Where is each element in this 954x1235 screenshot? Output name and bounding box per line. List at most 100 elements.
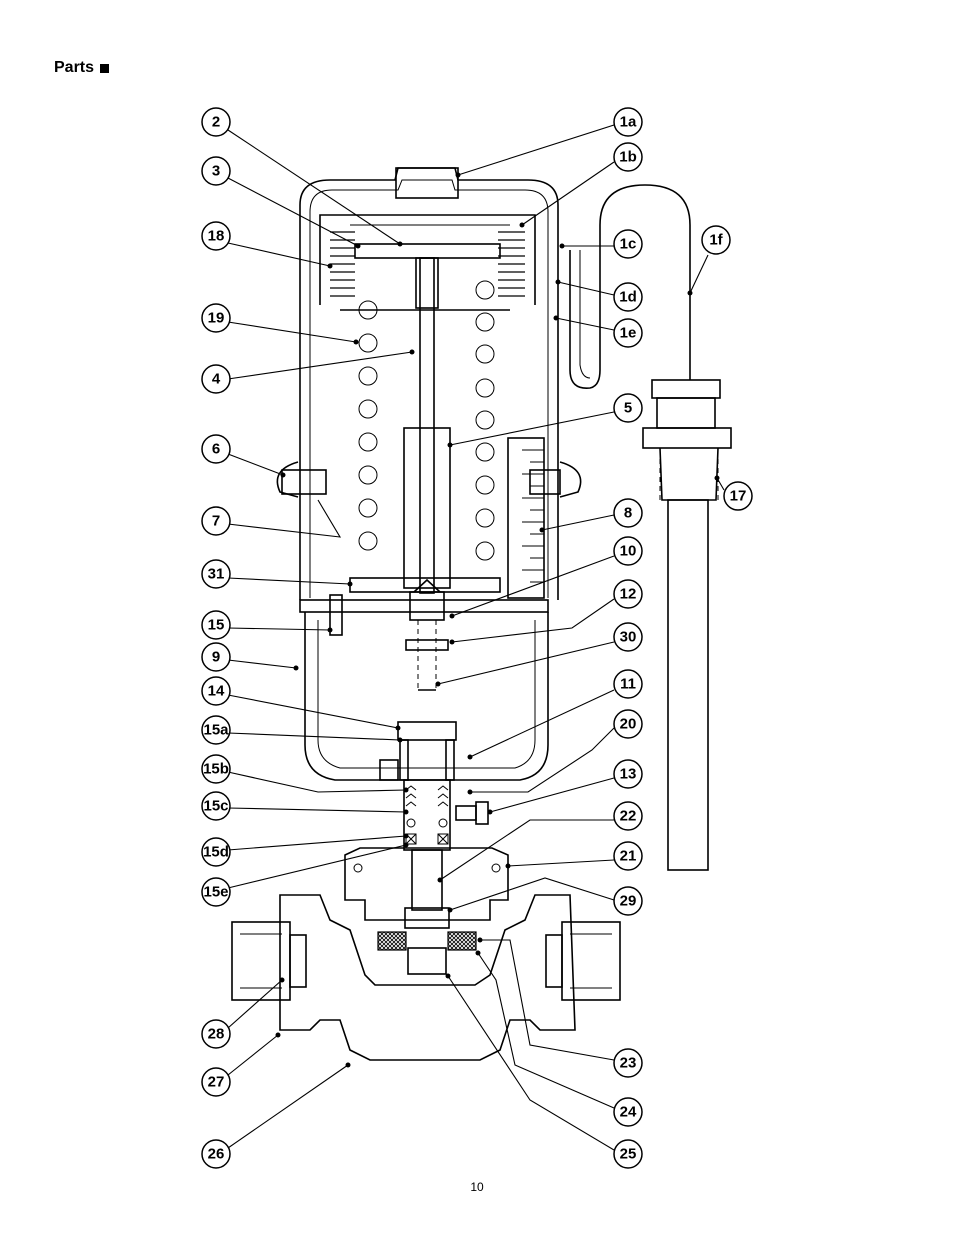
callout-19-label: 19 bbox=[208, 310, 225, 327]
callout-15a-label: 15a bbox=[203, 722, 229, 739]
callout-1e-label: 1e bbox=[620, 325, 637, 342]
callout-1f-label: 1f bbox=[709, 232, 723, 249]
bellows bbox=[319, 214, 536, 311]
packing-assembly bbox=[379, 721, 489, 851]
callout-26-label: 26 bbox=[208, 1146, 225, 1163]
leader-arrowheads bbox=[275, 172, 720, 1068]
callout-19: 19 bbox=[201, 303, 231, 333]
callout-8: 8 bbox=[613, 498, 643, 528]
stem-and-plate bbox=[354, 243, 501, 594]
callout-29: 29 bbox=[613, 886, 643, 916]
callout-20-label: 20 bbox=[620, 716, 637, 733]
callout-15b-label: 15b bbox=[203, 761, 229, 778]
callout-13-label: 13 bbox=[620, 766, 637, 783]
callout-1c-label: 1c bbox=[620, 236, 637, 253]
callout-6-label: 6 bbox=[212, 441, 220, 458]
callout-1a-label: 1a bbox=[620, 114, 637, 131]
callout-29-label: 29 bbox=[620, 893, 637, 910]
spring-guide bbox=[349, 427, 501, 593]
capillary-and-bulb bbox=[569, 184, 732, 871]
callout-15c-label: 15c bbox=[203, 798, 228, 815]
page-title-text: Parts bbox=[54, 59, 95, 76]
callout-2: 2 bbox=[201, 107, 231, 137]
callout-9-label: 9 bbox=[212, 649, 220, 666]
callout-30-label: 30 bbox=[620, 629, 637, 646]
callout-31: 31 bbox=[201, 559, 231, 589]
callout-7-label: 7 bbox=[212, 513, 220, 530]
page-title: Parts bbox=[54, 59, 110, 77]
callout-18: 18 bbox=[201, 221, 231, 251]
callout-6: 6 bbox=[201, 434, 231, 464]
callout-4: 4 bbox=[201, 364, 231, 394]
callout-26: 26 bbox=[201, 1139, 231, 1169]
leader-lines bbox=[227, 124, 725, 1151]
callout-28-label: 28 bbox=[208, 1026, 225, 1043]
callout-21: 21 bbox=[613, 841, 643, 871]
callout-25-label: 25 bbox=[620, 1146, 637, 1163]
spring-coils bbox=[358, 280, 495, 561]
callout-5-label: 5 bbox=[624, 400, 632, 417]
callout-1d-label: 1d bbox=[619, 289, 637, 306]
callout-31-label: 31 bbox=[208, 566, 225, 583]
callout-15e-label: 15e bbox=[203, 884, 228, 901]
callout-13: 13 bbox=[613, 759, 643, 789]
callout-15e: 15e bbox=[201, 877, 231, 907]
callout-20: 20 bbox=[613, 709, 643, 739]
callout-22-label: 22 bbox=[620, 808, 637, 825]
bonnet bbox=[344, 847, 509, 921]
callout-15d-label: 15d bbox=[203, 844, 229, 861]
callout-23: 23 bbox=[613, 1048, 643, 1078]
callout-15d: 15d bbox=[201, 837, 231, 867]
callout-15a: 15a bbox=[201, 715, 231, 745]
callout-28: 28 bbox=[201, 1019, 231, 1049]
callout-9: 9 bbox=[201, 642, 231, 672]
callout-1e: 1e bbox=[613, 318, 643, 348]
yoke bbox=[299, 594, 549, 781]
callout-1f: 1f bbox=[701, 225, 731, 255]
callout-24: 24 bbox=[613, 1097, 643, 1127]
callout-bubbles: 2 3 18 19 4 6 7 31 15 9 14 15a 15b 15c 1… bbox=[201, 107, 753, 1169]
callout-25: 25 bbox=[613, 1139, 643, 1169]
callout-11: 11 bbox=[613, 669, 643, 699]
callout-1b: 1b bbox=[613, 142, 643, 172]
callout-10-label: 10 bbox=[620, 543, 637, 560]
stem-coupling bbox=[405, 578, 449, 691]
callout-12-label: 12 bbox=[620, 586, 637, 603]
callout-17: 17 bbox=[723, 481, 753, 511]
callout-3-label: 3 bbox=[212, 163, 220, 180]
callout-7: 7 bbox=[201, 506, 231, 536]
callout-3: 3 bbox=[201, 156, 231, 186]
callout-12: 12 bbox=[613, 579, 643, 609]
section-marker-square bbox=[100, 63, 110, 73]
callout-1d: 1d bbox=[613, 282, 643, 312]
callout-8-label: 8 bbox=[624, 505, 632, 522]
callout-5: 5 bbox=[613, 393, 643, 423]
callout-27: 27 bbox=[201, 1067, 231, 1097]
callout-11-label: 11 bbox=[620, 676, 636, 693]
side-screws bbox=[276, 461, 582, 498]
indicator-scale bbox=[507, 437, 545, 599]
callout-21-label: 21 bbox=[620, 848, 637, 865]
callout-17-label: 17 bbox=[730, 488, 747, 505]
callout-22: 22 bbox=[613, 801, 643, 831]
callout-30: 30 bbox=[613, 622, 643, 652]
callout-15-label: 15 bbox=[208, 617, 225, 634]
callout-2-label: 2 bbox=[212, 114, 220, 131]
callout-10: 10 bbox=[613, 536, 643, 566]
callout-18-label: 18 bbox=[208, 228, 225, 245]
callout-23-label: 23 bbox=[620, 1055, 637, 1072]
callout-15b: 15b bbox=[201, 754, 231, 784]
callout-27-label: 27 bbox=[208, 1074, 225, 1091]
callout-1c: 1c bbox=[613, 229, 643, 259]
callout-14: 14 bbox=[201, 676, 231, 706]
callout-24-label: 24 bbox=[620, 1104, 637, 1121]
callout-15: 15 bbox=[201, 610, 231, 640]
callout-4-label: 4 bbox=[212, 371, 221, 388]
callout-14-label: 14 bbox=[208, 683, 225, 700]
actuator-housing bbox=[299, 167, 559, 600]
callout-1a: 1a bbox=[613, 107, 643, 137]
page-number: 10 bbox=[470, 1180, 484, 1194]
valve-body bbox=[231, 894, 621, 1061]
callout-15c: 15c bbox=[201, 791, 231, 821]
